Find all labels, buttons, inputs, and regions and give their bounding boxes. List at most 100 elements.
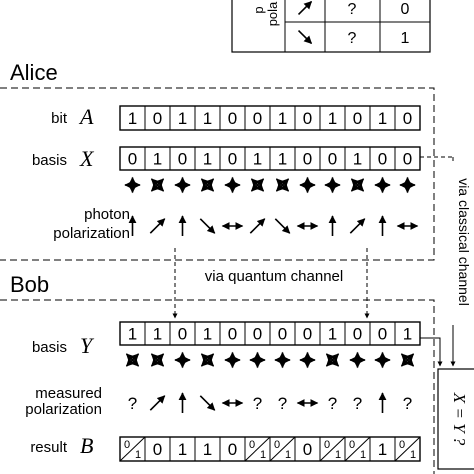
alice-basis-cell: 0 (178, 150, 187, 169)
bob-basis-symbols (125, 351, 415, 369)
rectilinear-basis-icon (224, 176, 241, 194)
diag-right-arrow-icon (149, 218, 166, 234)
bob-basis-cell: 1 (203, 325, 212, 344)
rectilinear-basis-icon (299, 176, 316, 194)
bob-result-label: result (30, 439, 68, 456)
arrow-stroke (349, 218, 366, 234)
diag-left-arrow-icon (297, 29, 313, 45)
rectilinear-basis-icon (249, 351, 266, 369)
bob-basis-cell: 1 (403, 325, 412, 344)
diagonal-basis-icon (350, 178, 365, 192)
bob-basis-cell: 0 (228, 325, 237, 344)
alice-bit-cell: 1 (278, 109, 287, 128)
arrow-stroke (249, 218, 266, 234)
alice-bit-cell: 0 (303, 109, 312, 128)
basis-stroke (400, 353, 415, 367)
rectilinear-basis-icon (174, 176, 191, 194)
bob-result-cell: 1 (203, 440, 212, 459)
alice-bit-cell: 1 (378, 109, 387, 128)
unknown-measurement: ? (278, 394, 287, 413)
ambiguous-result-cell: 01 (344, 436, 371, 462)
diagonal-basis-icon (125, 353, 140, 367)
basis-stroke (125, 353, 140, 367)
split-diagonal (269, 436, 296, 462)
arrow-stroke (297, 0, 313, 16)
bob-basis-arrow (420, 337, 443, 367)
alice-bit-cell: 1 (128, 109, 137, 128)
alice-bit-cell: 1 (328, 109, 337, 128)
diag-left-arrow-icon (199, 218, 216, 234)
arrow-stroke (274, 218, 291, 234)
rectilinear-basis-icon (324, 176, 341, 194)
diagonal-basis-icon (400, 353, 415, 367)
alice-polarization-label-2: polarization (53, 225, 130, 242)
bob-basis-label: basis (32, 339, 67, 356)
unknown-measurement: ? (253, 394, 262, 413)
result-option-1: 1 (285, 449, 291, 461)
split-diagonal (394, 436, 421, 462)
unknown-measurement: ? (128, 394, 137, 413)
unknown-measurement: ? (353, 394, 362, 413)
alice-basis-cell: 1 (153, 150, 162, 169)
result-option-1: 1 (410, 449, 416, 461)
alice-basis-cell: 0 (378, 150, 387, 169)
bob-result-cell: 1 (378, 440, 387, 459)
alice-title: Alice (10, 60, 58, 85)
bob-result-cell: 0 (303, 440, 312, 459)
diag-right-arrow-icon (249, 218, 266, 234)
bob-measured-label-1: measured (35, 385, 102, 402)
arrow-stroke (199, 218, 216, 234)
alice-bit-cell: 1 (178, 109, 187, 128)
bob-result-cell: 0 (153, 440, 162, 459)
alice-basis-cell: 1 (278, 150, 287, 169)
ambiguous-result-cell: 01 (244, 436, 271, 462)
rectilinear-basis-icon (374, 351, 391, 369)
arrow-stroke (199, 395, 216, 411)
bob-basis-cell: 0 (303, 325, 312, 344)
bob-basis-cell: 1 (128, 325, 137, 344)
alice-basis-cell: 0 (228, 150, 237, 169)
diagonal-basis-icon (250, 178, 265, 192)
diag-right-arrow-icon (297, 0, 313, 16)
diag-right-arrow-icon (149, 395, 166, 411)
result-option-0: 0 (249, 439, 255, 451)
quantum-channel-label: via quantum channel (205, 268, 343, 285)
alice-bit-cell: 0 (253, 109, 262, 128)
rectilinear-basis-icon (174, 351, 191, 369)
alice-basis-cell: 0 (128, 150, 137, 169)
split-diagonal (344, 436, 371, 462)
bob-basis-cell: 0 (353, 325, 362, 344)
legend-side-label-2: pola (265, 1, 280, 26)
legend-side-label-1: p (251, 6, 266, 13)
bob-result-var: B (80, 433, 93, 458)
alice-polarization-label-1: photon (84, 206, 130, 223)
basis-stroke (275, 178, 290, 192)
basis-stroke (325, 353, 340, 367)
bob-basis-cell: 0 (178, 325, 187, 344)
bob-measured-polarizations: ?????? (128, 392, 412, 413)
result-option-0: 0 (349, 439, 355, 451)
diag-left-arrow-icon (274, 218, 291, 234)
result-option-0: 0 (324, 439, 330, 451)
basis-stroke (200, 353, 215, 367)
alice-bit-cell: 0 (153, 109, 162, 128)
classical-channel-label: via classical channel (456, 178, 472, 306)
split-diagonal (119, 436, 146, 462)
rectilinear-basis-icon (299, 351, 316, 369)
rectilinear-basis-icon (124, 176, 141, 194)
bob-result-cell: 1 (178, 440, 187, 459)
split-diagonal (319, 436, 346, 462)
alice-basis-var: X (79, 146, 95, 171)
alice-basis-cell: 1 (253, 150, 262, 169)
alice-basis-cell: 0 (403, 150, 412, 169)
basis-stroke (200, 178, 215, 192)
alice-basis-cell: 1 (203, 150, 212, 169)
alice-photon-polarizations (128, 215, 419, 236)
result-option-1: 1 (360, 449, 366, 461)
basis-stroke (250, 178, 265, 192)
diagonal-basis-icon (275, 178, 290, 192)
